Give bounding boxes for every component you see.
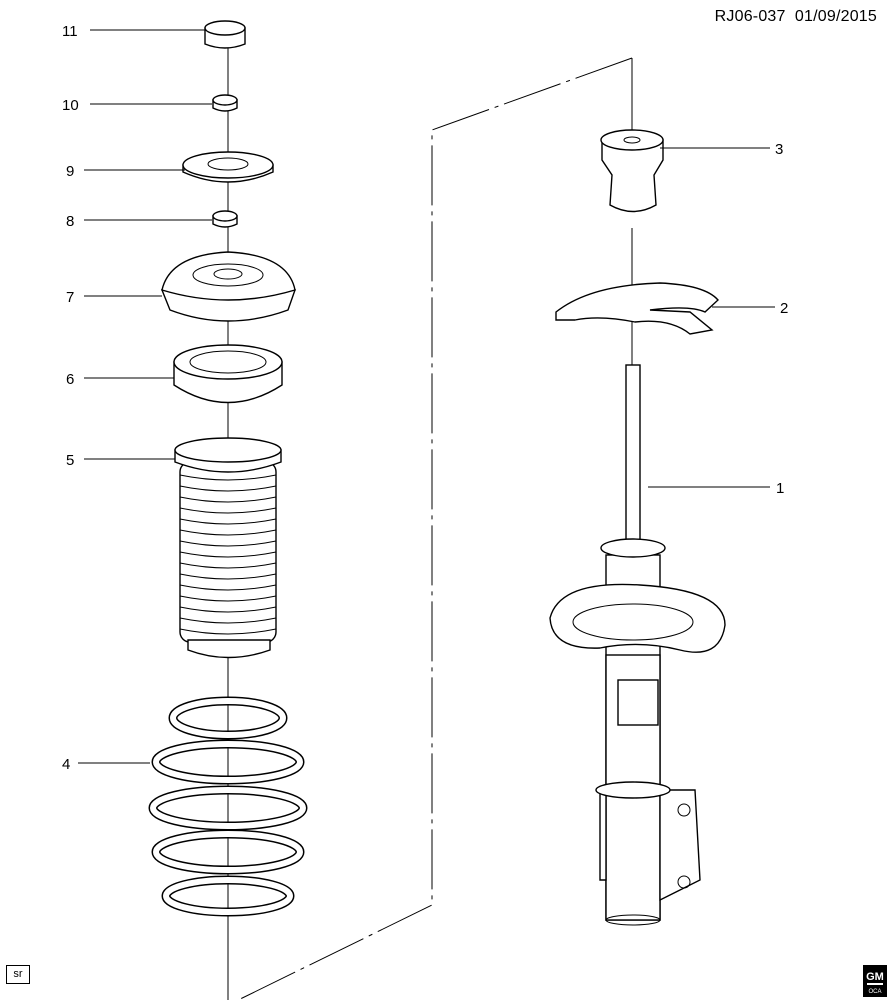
boot-pleat — [179, 628, 277, 635]
callout-2[interactable]: 2 — [780, 300, 788, 317]
part-4-coil-spring — [148, 696, 308, 917]
part-2-spring-insulator — [555, 282, 719, 335]
diagram-code: RJ06-037 — [714, 8, 786, 25]
part-5-dust-boot — [174, 437, 282, 659]
boot-pleat — [179, 617, 277, 624]
diagram-date: 01/09/2015 — [794, 8, 877, 25]
boot-pleat — [179, 584, 277, 591]
callout-11[interactable]: 11 — [62, 23, 78, 40]
boot-pleat — [179, 496, 277, 503]
spring-coil — [153, 831, 303, 873]
svg-text:OCA: OCA — [868, 989, 881, 995]
callout-4[interactable]: 4 — [62, 756, 70, 773]
part-9-bearing-plate — [182, 151, 274, 183]
callout-labels: 11 10 9 8 7 6 5 4 3 2 1 — [62, 23, 788, 773]
callout-10[interactable]: 10 — [62, 97, 79, 114]
boot-pleat — [179, 474, 277, 481]
callout-leaders — [78, 29, 775, 764]
boot-pleat — [179, 551, 277, 558]
boot-pleat — [179, 573, 277, 580]
diagram-id-date: RJ06-037 01/09/2015 — [715, 8, 877, 26]
part-1-strut — [549, 364, 726, 926]
spring-coil — [163, 877, 293, 915]
spring-coil — [150, 787, 306, 829]
callout-3[interactable]: 3 — [775, 141, 783, 158]
sr-badge: sr — [6, 965, 30, 984]
boot-pleat — [179, 562, 277, 569]
callout-8[interactable]: 8 — [66, 213, 74, 230]
boot-pleat — [179, 540, 277, 547]
boot-pleat — [179, 507, 277, 514]
callout-1[interactable]: 1 — [776, 480, 784, 497]
boot-pleat — [179, 595, 277, 602]
callout-7[interactable]: 7 — [66, 289, 74, 306]
boot-pleat — [179, 529, 277, 536]
part-6-bearing — [173, 344, 283, 404]
spring-coil — [153, 741, 303, 783]
gm-logo: GM OCA — [863, 965, 887, 997]
boot-pleat — [179, 518, 277, 525]
callout-6[interactable]: 6 — [66, 371, 74, 388]
part-7-strut-mount — [160, 251, 296, 322]
callout-5[interactable]: 5 — [66, 452, 74, 469]
part-11-cap — [204, 20, 246, 49]
part-3-jounce-bumper — [600, 129, 664, 213]
svg-text:GM: GM — [866, 971, 884, 983]
part-8-nut — [212, 210, 238, 228]
part-10-nut — [212, 94, 238, 112]
boot-pleat — [179, 485, 277, 492]
spring-coil — [170, 698, 286, 738]
callout-9[interactable]: 9 — [66, 163, 74, 180]
boot-pleat — [179, 606, 277, 613]
